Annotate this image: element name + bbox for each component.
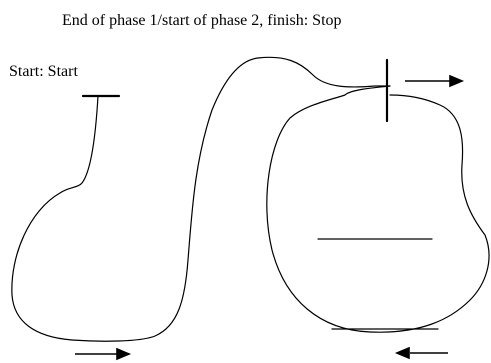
phase-1-path [11, 56, 391, 342]
phase-transition-label: End of phase 1/start of phase 2, finish:… [62, 12, 342, 29]
phase-2-path [266, 85, 490, 333]
arrow-right-bottom [75, 347, 132, 361]
arrow-left-bottom [394, 346, 448, 360]
arrow-right-top [405, 74, 465, 88]
start-label: Start: Start [9, 63, 78, 80]
